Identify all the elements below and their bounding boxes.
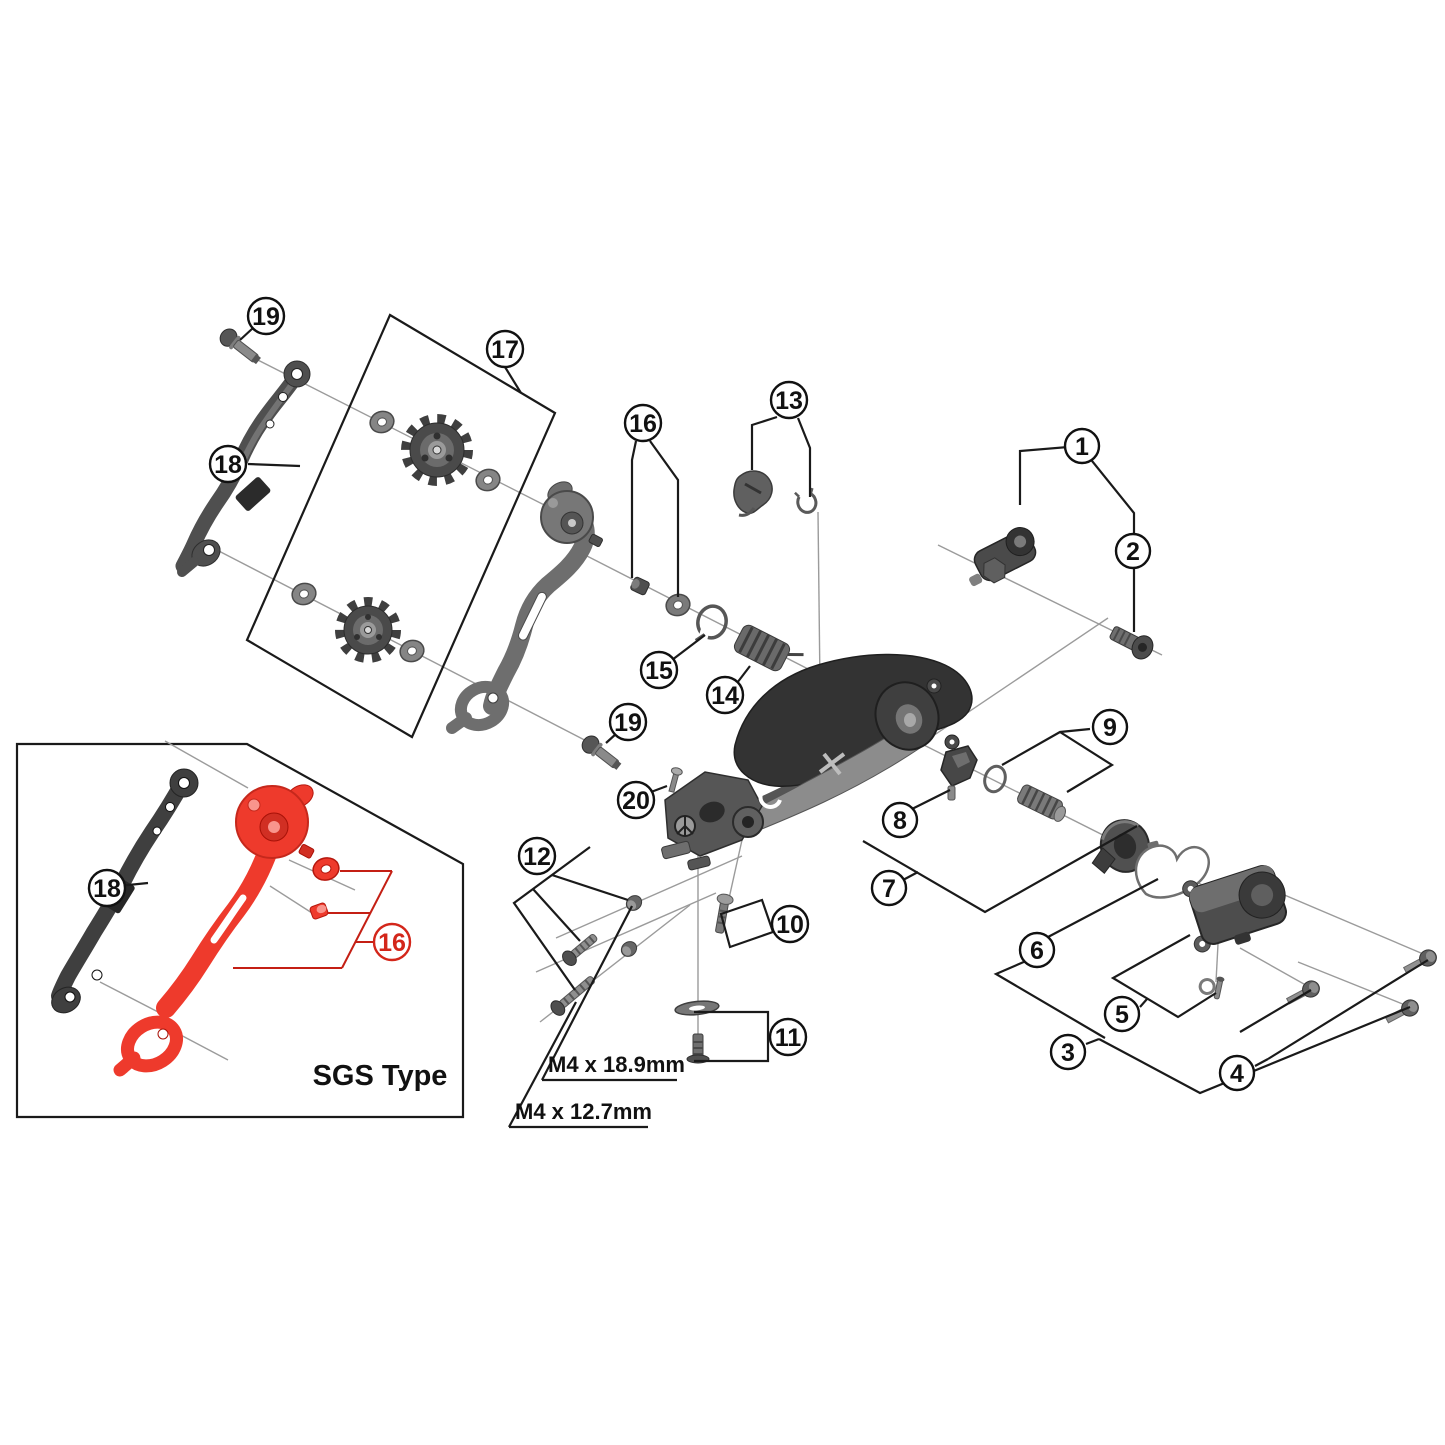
callout-7: 7 — [870, 869, 908, 907]
svg-text:12: 12 — [523, 843, 551, 871]
part-cage-spring-14 — [733, 624, 804, 672]
inset-red-bracket — [233, 870, 393, 969]
callout-14: 14 — [705, 675, 745, 715]
part-cable-clip-13 — [794, 487, 818, 514]
part-red-washer-inset — [312, 857, 340, 881]
svg-text:15: 15 — [645, 657, 673, 685]
callout-12: 12 — [517, 836, 557, 876]
part-bracket-bolt-2 — [1109, 626, 1154, 660]
part-mount-screw-long-a — [562, 934, 598, 966]
svg-text:20: 20 — [622, 787, 650, 815]
callout-13: 13 — [769, 380, 809, 420]
svg-text:9: 9 — [1103, 714, 1117, 742]
svg-text:17: 17 — [491, 336, 519, 364]
callout-6: 6 — [1018, 931, 1056, 969]
callout-5: 5 — [1103, 995, 1141, 1033]
part-fixing-bolt-19-mid — [581, 735, 622, 770]
label-bolt-spec-short: M4 x 12.7mm — [515, 1099, 652, 1124]
part-set-bolt-20 — [668, 767, 683, 793]
inset-guide-lines — [99, 740, 356, 1061]
callout-2: 2 — [1114, 532, 1152, 570]
callout-17: 17 — [485, 329, 525, 369]
label-bolt-spec-long: M4 x 18.9mm — [548, 1052, 685, 1077]
part-pulley-washers — [291, 410, 501, 663]
callout-16: 16 — [623, 403, 663, 443]
part-fixing-bolt-19-top — [219, 328, 261, 365]
callout-18: 18 — [208, 444, 248, 484]
part-mount-screw-stub-b — [620, 941, 638, 957]
svg-text:1: 1 — [1075, 433, 1089, 461]
part-red-nut-inset — [309, 902, 329, 920]
part-cover-screw-bottom-right — [1384, 999, 1419, 1024]
bracket-lines — [239, 313, 1429, 1129]
svg-text:18: 18 — [214, 451, 242, 479]
part-cable-fixing-link-13 — [733, 470, 773, 517]
callout-19-top: 19 — [246, 296, 286, 336]
part-plate-nut — [630, 576, 650, 596]
callout-16-inset: 16 — [372, 922, 412, 962]
svg-text:11: 11 — [775, 1024, 802, 1052]
part-main-body — [661, 653, 973, 871]
part-plate-washer — [665, 593, 691, 617]
callout-1: 1 — [1063, 427, 1101, 465]
svg-text:16: 16 — [629, 410, 657, 438]
callout-10: 10 — [770, 904, 810, 944]
callout-8: 8 — [881, 801, 919, 839]
callout-15: 15 — [639, 650, 679, 690]
callout-4: 4 — [1218, 1054, 1256, 1092]
svg-text:14: 14 — [711, 682, 739, 710]
svg-text:7: 7 — [882, 875, 896, 903]
part-o-ring-9 — [983, 764, 1007, 794]
svg-text:19: 19 — [252, 303, 280, 331]
callout-20: 20 — [616, 780, 656, 820]
svg-text:4: 4 — [1230, 1060, 1244, 1088]
part-cable-latch-8 — [940, 745, 978, 801]
part-mount-screw-long-b — [550, 976, 595, 1016]
svg-text:19: 19 — [614, 709, 642, 737]
part-motor-cover-unit — [1182, 864, 1287, 953]
callout-3: 3 — [1049, 1033, 1087, 1071]
svg-text:10: 10 — [776, 911, 804, 939]
callouts: 1 2 3 4 5 6 7 8 9 10 11 12 13 14 15 16 1… — [87, 296, 1256, 1092]
svg-text:8: 8 — [893, 807, 907, 835]
svg-text:13: 13 — [775, 387, 803, 415]
svg-text:2: 2 — [1126, 538, 1140, 566]
svg-text:16: 16 — [378, 929, 406, 957]
part-flange-bolt-11 — [686, 1033, 710, 1064]
svg-text:3: 3 — [1061, 1039, 1075, 1067]
svg-text:5: 5 — [1115, 1001, 1129, 1029]
inset-sgs-box: SGS Type — [15, 740, 465, 1119]
part-outer-plate-16-inset-highlight — [113, 784, 315, 1077]
part-clutch-spring-9 — [1017, 784, 1066, 822]
part-guide-pulley-upper — [401, 414, 473, 486]
callout-11: 11 — [768, 1017, 808, 1057]
callout-19-mid: 19 — [608, 702, 648, 742]
svg-text:6: 6 — [1030, 937, 1044, 965]
part-mount-screw-stub-a — [625, 895, 643, 911]
part-outer-cage-plate-16 — [446, 481, 603, 734]
part-plate-washer-11 — [674, 1000, 720, 1016]
part-tension-pulley-lower — [335, 597, 401, 663]
part-cover-screw-middle — [1285, 980, 1320, 1005]
inset-title: SGS Type — [313, 1060, 448, 1092]
callout-18-inset: 18 — [87, 868, 127, 908]
svg-text:18: 18 — [93, 875, 121, 903]
part-bracket-axle-unit-1 — [969, 527, 1037, 587]
callout-9: 9 — [1091, 708, 1129, 746]
